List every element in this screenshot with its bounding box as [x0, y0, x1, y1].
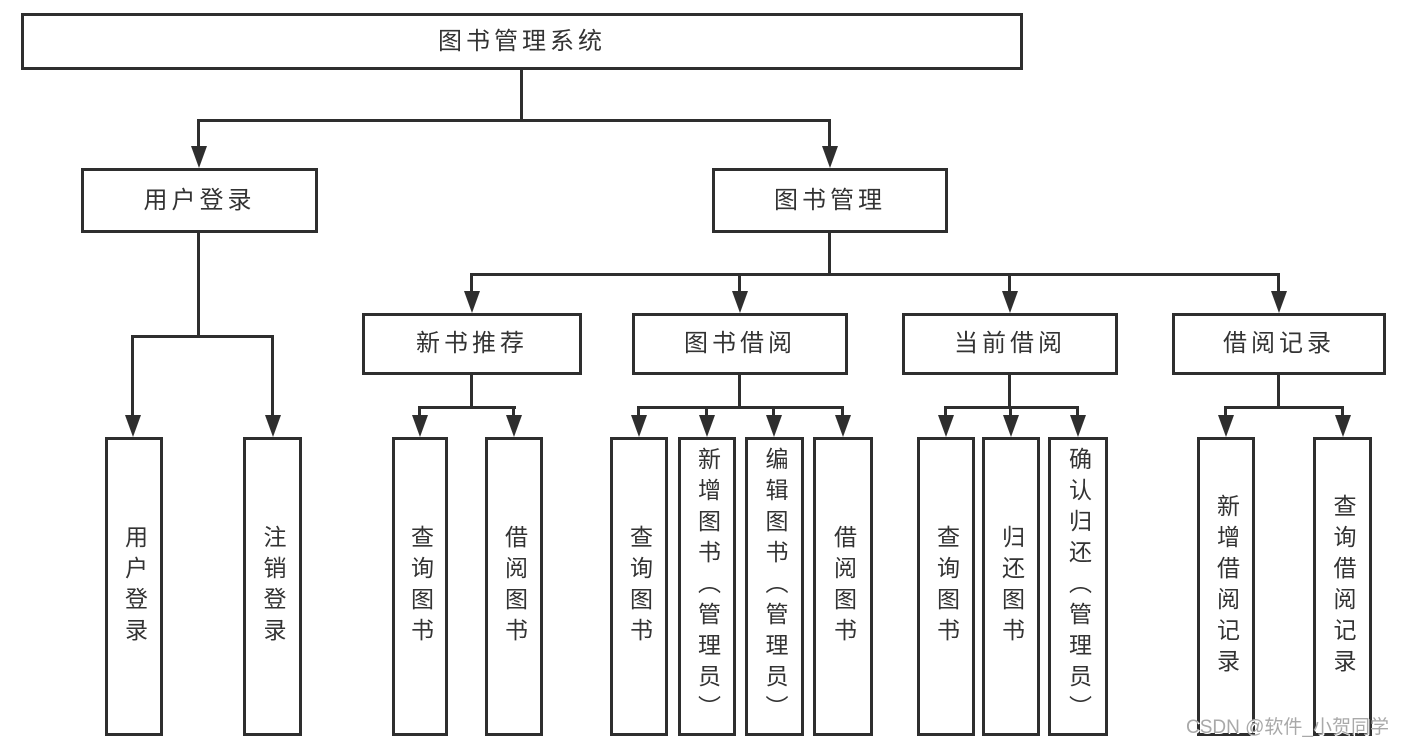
- connector-drop: [197, 119, 200, 148]
- node-user-login: 用户登录: [81, 168, 318, 233]
- connector-drop: [772, 406, 775, 418]
- arrow-down-icon: [1070, 415, 1086, 437]
- connector-drop: [705, 406, 708, 418]
- connector-drop: [1341, 406, 1344, 418]
- leaf-query-books-2: 查询图书: [610, 437, 668, 736]
- leaf-query-books-3: 查询图书: [917, 437, 975, 736]
- arrow-down-icon: [191, 146, 207, 168]
- leaf-user-login: 用户登录: [105, 437, 163, 736]
- leaf-add-borrow-record: 新增借阅记录: [1197, 437, 1255, 736]
- arrow-down-icon: [412, 415, 428, 437]
- connector-drop: [418, 406, 421, 418]
- leaf-confirm-return-admin: 确认归还（管理员）: [1048, 437, 1108, 736]
- node-root: 图书管理系统: [21, 13, 1023, 70]
- node-new-book-recommend: 新书推荐: [362, 313, 582, 375]
- connector-hline-root: [197, 119, 831, 122]
- connector-drop: [637, 406, 640, 418]
- leaf-query-books-1: 查询图书: [392, 437, 448, 736]
- leaf-borrow-books-1: 借阅图书: [485, 437, 543, 736]
- leaf-logout: 注销登录: [243, 437, 302, 736]
- leaf-borrow-books-2: 借阅图书: [813, 437, 873, 736]
- arrow-down-icon: [699, 415, 715, 437]
- connector-drop: [131, 335, 134, 417]
- arrow-down-icon: [822, 146, 838, 168]
- connector-stem-current-borrow: [1008, 375, 1011, 408]
- watermark: CSDN @软件_小贺同学: [1186, 717, 1389, 738]
- arrow-down-icon: [125, 415, 141, 437]
- connector-hline-book-management: [470, 273, 1280, 276]
- connector-drop: [1224, 406, 1227, 418]
- arrow-down-icon: [265, 415, 281, 437]
- connector-stem-new-book-recommend: [470, 375, 473, 408]
- leaf-edit-books-admin: 编辑图书（管理员）: [745, 437, 804, 736]
- connector-stem-root: [520, 70, 523, 122]
- arrow-down-icon: [1003, 415, 1019, 437]
- arrow-down-icon: [938, 415, 954, 437]
- leaf-return-books: 归还图书: [982, 437, 1040, 736]
- arrow-down-icon: [506, 415, 522, 437]
- connector-drop: [1277, 273, 1280, 294]
- connector-drop: [271, 335, 274, 417]
- connector-hline-book-borrow: [637, 406, 844, 409]
- connector-drop: [470, 273, 473, 294]
- arrow-down-icon: [631, 415, 647, 437]
- node-book-borrow: 图书借阅: [632, 313, 848, 375]
- connector-drop: [512, 406, 515, 418]
- arrow-down-icon: [766, 415, 782, 437]
- connector-stem-book-management: [828, 233, 831, 275]
- connector-hline-borrow-records: [1224, 406, 1344, 409]
- arrow-down-icon: [464, 291, 480, 313]
- connector-drop: [1008, 273, 1011, 294]
- arrow-down-icon: [1271, 291, 1287, 313]
- connector-stem-user-login: [197, 233, 200, 338]
- connector-hline-new-book-recommend: [418, 406, 516, 409]
- node-borrow-records: 借阅记录: [1172, 313, 1386, 375]
- connector-drop: [738, 273, 741, 294]
- node-current-borrow: 当前借阅: [902, 313, 1118, 375]
- arrow-down-icon: [1002, 291, 1018, 313]
- connector-drop: [841, 406, 844, 418]
- connector-hline-user-login: [131, 335, 274, 338]
- arrow-down-icon: [1218, 415, 1234, 437]
- node-book-management: 图书管理: [712, 168, 948, 233]
- connector-drop: [828, 119, 831, 148]
- arrow-down-icon: [732, 291, 748, 313]
- arrow-down-icon: [1335, 415, 1351, 437]
- connector-drop: [944, 406, 947, 418]
- connector-stem-book-borrow: [738, 375, 741, 408]
- connector-drop: [1009, 406, 1012, 418]
- connector-stem-borrow-records: [1277, 375, 1280, 408]
- leaf-add-books-admin: 新增图书（管理员）: [678, 437, 736, 736]
- arrow-down-icon: [835, 415, 851, 437]
- connector-drop: [1076, 406, 1079, 418]
- leaf-query-borrow-record: 查询借阅记录: [1313, 437, 1372, 736]
